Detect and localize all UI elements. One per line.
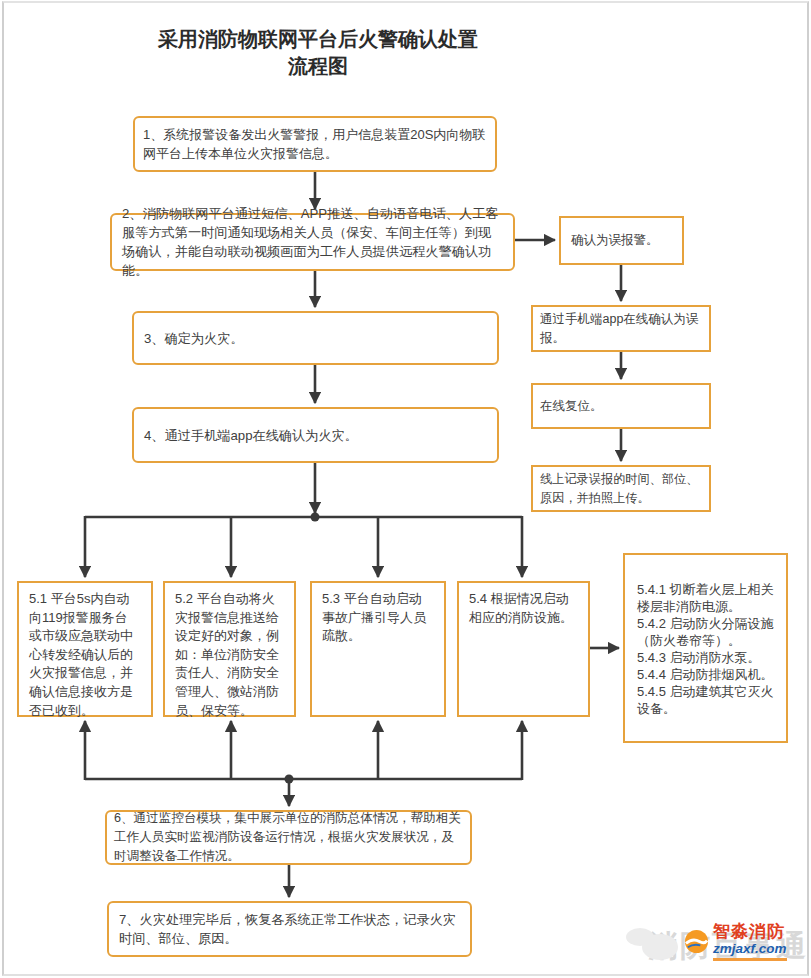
step5-1-box: 5.1 平台5s内自动向119报警服务台或市级应急联动中心转发经确认后的火灾报警… (17, 581, 153, 717)
step2-box: 2、消防物联网平台通过短信、APP推送、自动语音电话、人工客服等方式第一时间通知… (110, 213, 515, 271)
step6-text: 6、通过监控台模块，集中展示单位的消防总体情况，帮助相关工作人员实时监视消防设备… (114, 809, 463, 866)
record-false-box: 线上记录误报的时间、部位、原因，并拍照上传。 (531, 465, 711, 512)
app-confirm-false-box: 通过手机端app在线确认为误报。 (531, 305, 711, 352)
step5-2-text: 5.2 平台自动将火灾报警信息推送给设定好的对象，例如：单位消防安全责任人、消防… (175, 590, 285, 720)
step5-2-box: 5.2 平台自动将火灾报警信息推送给设定好的对象，例如：单位消防安全责任人、消防… (163, 581, 296, 717)
brand-logo: 智淼消防 zmjaxf.com (684, 923, 787, 961)
step1-text: 1、系统报警设备发出火警警报，用户信息装置20S内向物联网平台上传本单位火灾报警… (143, 125, 487, 163)
watermark-blob2 (642, 934, 678, 960)
app-confirm-false-text: 通过手机端app在线确认为误报。 (540, 310, 702, 348)
step7-text: 7、火灾处理完毕后，恢复各系统正常工作状态，记录火灾时间、部位、原因。 (119, 910, 460, 948)
step2-text: 2、消防物联网平台通过短信、APP推送、自动语音电话、人工客服等方式第一时间通知… (122, 204, 503, 280)
step3-text: 3、确定为火灾。 (144, 329, 244, 348)
online-reset-text: 在线复位。 (540, 397, 603, 416)
online-reset-box: 在线复位。 (531, 383, 711, 429)
step4-text: 4、通过手机端app在线确认为火灾。 (144, 426, 358, 445)
step5-4-detail-box: 5.4.1 切断着火层上相关楼层非消防电源。 5.4.2 启动防火分隔设施（防火… (623, 553, 788, 743)
brand-name: 智淼消防 (713, 923, 787, 942)
step4-box: 4、通过手机端app在线确认为火灾。 (132, 407, 499, 463)
step6-box: 6、通过监控台模块，集中展示单位的消防总体情况，帮助相关工作人员实时监视消防设备… (105, 810, 472, 865)
step1-box: 1、系统报警设备发出火警警报，用户信息装置20S内向物联网平台上传本单位火灾报警… (133, 116, 497, 172)
brand-flame-icon (684, 929, 709, 954)
step7-box: 7、火灾处理完毕后，恢复各系统正常工作状态，记录火灾时间、部位、原因。 (107, 901, 472, 957)
step5-1-text: 5.1 平台5s内自动向119报警服务台或市级应急联动中心转发经确认后的火灾报警… (29, 590, 139, 720)
arrow-lines (85, 172, 621, 897)
record-false-text: 线上记录误报的时间、部位、原因，并拍照上传。 (540, 470, 702, 508)
false-alarm-box: 确认为误报警。 (559, 216, 684, 265)
step5-4-detail-text: 5.4.1 切断着火层上相关楼层非消防电源。 5.4.2 启动防火分隔设施（防火… (637, 581, 778, 717)
step5-3-box: 5.3 平台自动启动事故广播引导人员疏散。 (310, 581, 446, 717)
step5-3-text: 5.3 平台自动启动事故广播引导人员疏散。 (322, 590, 431, 646)
step5-4-box: 5.4 根据情况启动相应的消防设施。 (457, 581, 590, 717)
step5-4-text: 5.4 根据情况启动相应的消防设施。 (469, 590, 579, 627)
false-alarm-text: 确认为误报警。 (571, 231, 659, 250)
step3-box: 3、确定为火灾。 (132, 311, 499, 365)
brand-url: zmjaxf.com (713, 942, 787, 961)
